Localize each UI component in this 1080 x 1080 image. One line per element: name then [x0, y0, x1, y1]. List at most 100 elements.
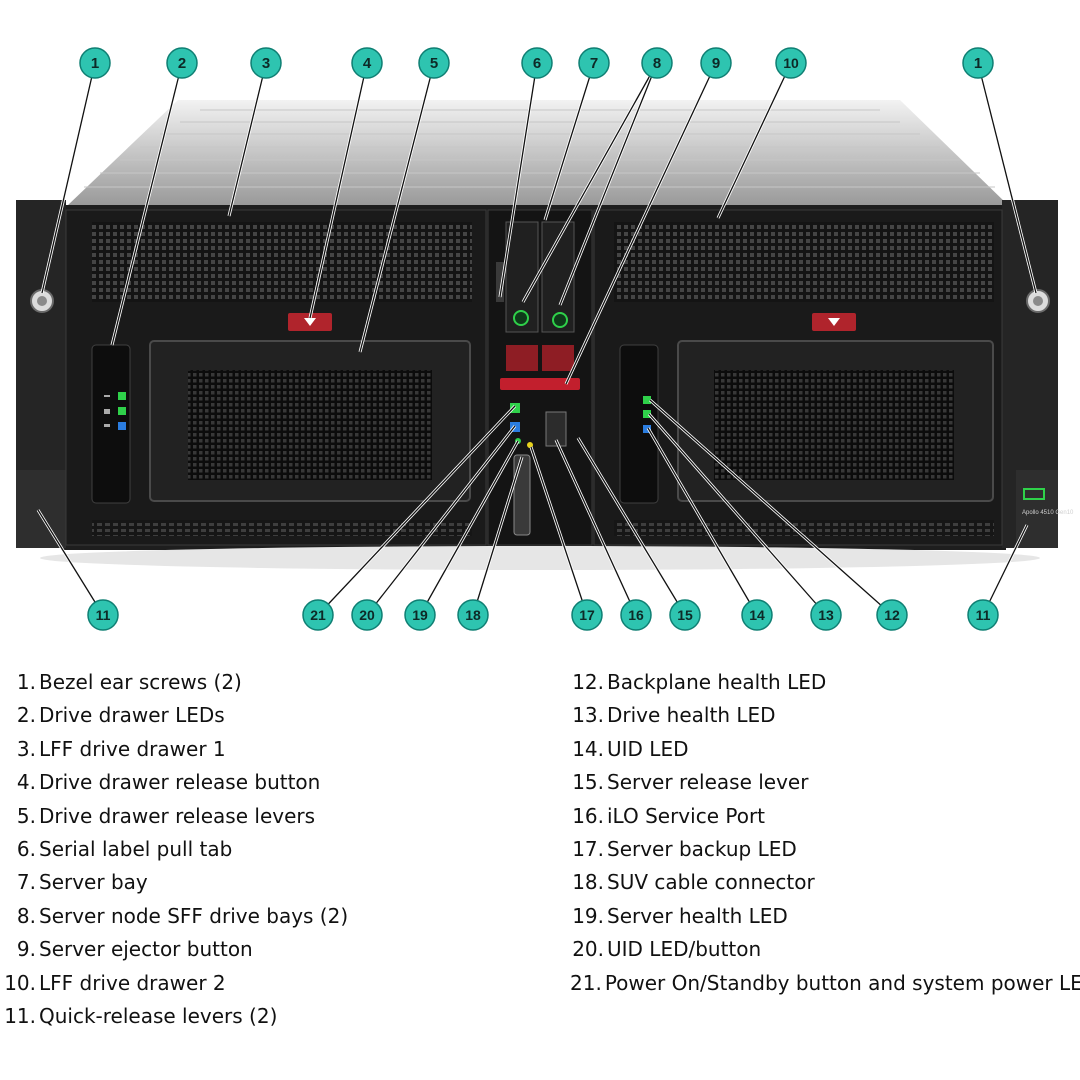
chassis-top — [68, 100, 1008, 205]
leader-line-8 — [522, 62, 658, 303]
legend-text: Power On/Standby button and system power… — [604, 970, 1080, 995]
callout-circle — [620, 599, 652, 631]
legend-text: Server backup LED — [607, 837, 797, 862]
leader-line-20 — [366, 425, 516, 616]
callout-circle — [302, 599, 334, 631]
legend-text: Server ejector button — [39, 937, 253, 962]
legend-number: 1. — [16, 670, 36, 694]
callout-number: 16 — [628, 607, 644, 623]
legend-number: 17. — [572, 837, 604, 862]
legend-text: LFF drive drawer 1 — [39, 736, 226, 761]
legend-item: 14.UID LED — [570, 733, 1080, 766]
leader-line-11 — [982, 524, 1028, 616]
callout-circle — [962, 47, 994, 79]
legend-item: 15.Server release lever — [570, 766, 1080, 799]
callout-1: 1 — [962, 47, 994, 79]
leader-lines — [36, 62, 1038, 617]
leader-line-11 — [37, 509, 104, 616]
callout-circle — [967, 599, 999, 631]
drawer-2-led-panel — [619, 344, 659, 504]
callout-number: 18 — [465, 607, 481, 623]
legend-item: 11.Quick-release levers (2) — [0, 1000, 540, 1033]
legend-item: 10.LFF drive drawer 2 — [0, 967, 540, 1000]
callout-14: 14 — [741, 599, 773, 631]
drawer-1-led-panel — [91, 344, 131, 504]
leader-line-14 — [647, 427, 758, 616]
legend-text: Server health LED — [607, 903, 788, 928]
callout-circle — [166, 47, 198, 79]
legend-item: 8.Server node SFF drive bays (2) — [0, 900, 540, 933]
leader-line-8-1 — [559, 62, 658, 306]
callout-1: 1 — [79, 47, 111, 79]
legend-item: 6.Serial label pull tab — [0, 833, 540, 866]
callout-16: 16 — [620, 599, 652, 631]
callout-circle — [404, 599, 436, 631]
callout-number: 2 — [178, 55, 186, 72]
ilo-port — [545, 411, 567, 447]
leader-line-6 — [499, 62, 538, 298]
callout-8: 8 — [641, 47, 673, 79]
callout-circle — [521, 47, 553, 79]
callout-11: 11 — [967, 599, 999, 631]
callout-12: 12 — [876, 599, 908, 631]
legend-text: SUV cable connector — [607, 870, 815, 895]
legend-number: 11. — [4, 1004, 36, 1029]
floor-shadow — [40, 546, 1040, 570]
legend-item: 16.iLO Service Port — [570, 800, 1080, 833]
callout-number: 17 — [579, 607, 595, 623]
legend-number: 5. — [16, 803, 36, 828]
callout-number: 4 — [363, 55, 372, 72]
callout-circle — [810, 599, 842, 631]
suv-connector — [513, 454, 531, 536]
leader-line-10 — [717, 62, 792, 219]
legend-item: 12.Backplane health LED — [570, 666, 1080, 699]
callout-number: 11 — [976, 607, 991, 623]
callout-circle — [250, 47, 282, 79]
callout-number: 15 — [677, 607, 693, 623]
callout-2: 2 — [166, 47, 198, 79]
leader-line-2 — [111, 62, 183, 346]
callout-circle — [775, 47, 807, 79]
left-quick-release — [16, 470, 66, 548]
leader-line-16 — [555, 439, 637, 616]
callout-number: 8 — [653, 55, 661, 72]
callout-number: 7 — [590, 55, 598, 72]
legend-text: UID LED — [607, 736, 689, 761]
legend-text: Bezel ear screws (2) — [39, 670, 242, 694]
legend-item: 2.Drive drawer LEDs — [0, 699, 540, 732]
hpe-logo — [1023, 488, 1045, 500]
callout-circle — [578, 47, 610, 79]
leader-line-18 — [472, 456, 523, 616]
callout-10: 10 — [775, 47, 807, 79]
legend-number: 12. — [572, 670, 604, 694]
callout-circle — [571, 599, 603, 631]
legend-text: Serial label pull tab — [39, 837, 233, 862]
callout-number: 19 — [412, 607, 428, 623]
legend-item: 3.LFF drive drawer 1 — [0, 733, 540, 766]
callout-number: 9 — [712, 55, 720, 72]
callout-circle — [669, 599, 701, 631]
callout-number: 6 — [533, 55, 541, 72]
legend-item: 17.Server backup LED — [570, 833, 1080, 866]
callout-number: 5 — [430, 55, 438, 72]
drawer-2-bottom-vent — [614, 520, 994, 536]
leader-line-9 — [565, 62, 717, 385]
legend-number: 2. — [16, 703, 36, 728]
callout-4: 4 — [351, 47, 383, 79]
legend-item: 7.Server bay — [0, 866, 540, 899]
legend-item: 9.Server ejector button — [0, 933, 540, 966]
legend-number: 14. — [572, 736, 604, 761]
callout-circle — [79, 47, 111, 79]
callout-number: 3 — [262, 55, 270, 72]
drawer-2-top-vent — [614, 222, 994, 302]
callout-circle — [87, 599, 119, 631]
leader-line-15 — [577, 437, 686, 616]
leader-line-1 — [977, 62, 1037, 294]
leader-line-21 — [317, 405, 516, 616]
leader-line-7 — [544, 62, 595, 221]
leader-line-5 — [359, 62, 435, 353]
legend-item: 1.Bezel ear screws (2) — [0, 666, 540, 699]
leader-line-17 — [530, 446, 588, 616]
